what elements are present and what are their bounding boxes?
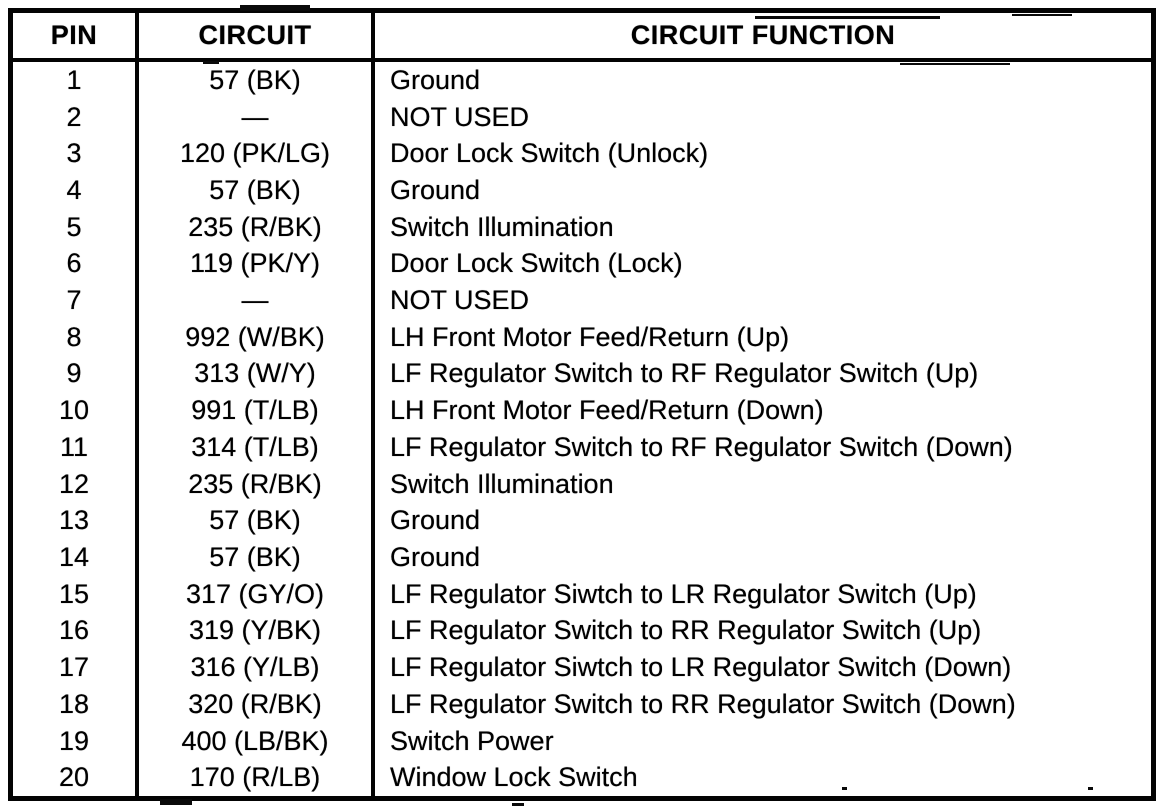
scan-artifact [755,16,940,19]
table-row: 19 400 (LB/BK) Switch Power [13,722,1151,760]
circuit-function-cell: Switch Illumination [390,468,614,499]
pin-cell: 7 [13,282,139,319]
circuit-function-cell: Switch Power [390,725,554,756]
pin-cell: 18 [13,685,139,723]
scan-artifact [1088,787,1093,790]
header-circuit: CIRCUIT [139,13,375,58]
circuit-function-cell: Ground [390,505,481,536]
circuit-cell: 991 (T/LB) [139,392,375,430]
circuit-function-cell: Door Lock Switch (Lock) [390,248,683,279]
pin-cell: 4 [13,172,139,209]
table-row: 5 235 (R/BK) Switch Illumination [13,208,1151,246]
circuit-cell: 316 (Y/LB) [139,649,375,686]
circuit-cell: 57 (BK) [139,172,375,209]
circuit-function-cell: Switch Illumination [390,211,614,242]
circuit-function-cell: Window Lock Switch [390,762,638,793]
pin-cell: 5 [13,208,139,246]
pin-cell: 3 [13,135,139,173]
table-row: 9 313 (W/Y) LF Regulator Switch to RF Re… [13,355,1151,393]
table-row: 17 316 (Y/LB) LF Regulator Siwtch to LR … [13,649,1151,686]
circuit-cell: 119 (PK/Y) [139,245,375,283]
scan-artifact [1012,14,1072,16]
circuit-cell: 317 (GY/O) [139,575,375,613]
circuit-function-cell: NOT USED [390,101,530,132]
circuit-function-cell: LF Regulator Siwtch to LR Regulator Swit… [390,578,977,609]
table-row: 10 991 (T/LB) LH Front Motor Feed/Return… [13,392,1151,430]
scan-artifact [203,61,219,64]
circuit-cell: 314 (T/LB) [139,429,375,466]
header-pin: PIN [13,13,139,58]
circuit-cell: — [139,98,375,136]
scan-artifact [160,799,192,805]
scan-artifact [240,5,310,11]
table-row: 16 319 (Y/BK) LF Regulator Switch to RR … [13,612,1151,650]
table-header-row: PIN CIRCUIT CIRCUIT FUNCTION [13,13,1151,62]
circuit-function-cell: Ground [390,64,481,95]
pin-cell: 16 [13,612,139,650]
scan-artifact [512,803,524,806]
circuit-cell: 57 (BK) [139,539,375,576]
scan-artifact [900,63,1010,65]
circuit-cell: 313 (W/Y) [139,355,375,393]
pin-cell: 14 [13,539,139,576]
table-row: 18 320 (R/BK) LF Regulator Switch to RR … [13,685,1151,723]
circuit-function-cell: LF Regulator Switch to RF Regulator Swit… [390,431,1013,462]
circuit-cell: 120 (PK/LG) [139,135,375,173]
pin-cell: 17 [13,649,139,686]
pin-cell: 10 [13,392,139,430]
circuit-function-cell: LF Regulator Switch to RR Regulator Swit… [390,688,1016,719]
table-row: 12 235 (R/BK) Switch Illumination [13,465,1151,503]
pin-cell: 20 [13,759,139,797]
circuit-function-cell: Ground [390,174,481,205]
table-row: 8 992 (W/BK) LH Front Motor Feed/Return … [13,318,1151,356]
circuit-cell: 992 (W/BK) [139,318,375,356]
pin-cell: 2 [13,98,139,136]
pin-cell: 9 [13,355,139,393]
table-row: 7 — NOT USED [13,282,1151,319]
circuit-function-cell: Door Lock Switch (Unlock) [390,138,709,169]
table-row: 14 57 (BK) Ground [13,539,1151,576]
circuit-cell: 235 (R/BK) [139,208,375,246]
circuit-cell: 400 (LB/BK) [139,722,375,760]
pin-cell: 11 [13,429,139,466]
connector-pinout-table: PIN CIRCUIT CIRCUIT FUNCTION 1 57 (BK) G… [8,8,1156,801]
table-row: 1 57 (BK) Ground [13,62,1151,99]
circuit-cell: 57 (BK) [139,62,375,99]
circuit-cell: 170 (R/LB) [139,759,375,797]
circuit-cell: 235 (R/BK) [139,465,375,503]
pin-cell: 12 [13,465,139,503]
pin-cell: 19 [13,722,139,760]
pin-cell: 8 [13,318,139,356]
table-row: 20 170 (R/LB) Window Lock Switch [13,759,1151,797]
circuit-function-cell: LF Regulator Siwtch to LR Regulator Swit… [390,652,1012,683]
table-body: 1 57 (BK) Ground 2 — NOT USED 3 120 (PK/… [13,62,1151,797]
circuit-function-cell: NOT USED [390,285,530,316]
circuit-function-cell: LF Regulator Switch to RF Regulator Swit… [390,358,979,389]
pin-cell: 15 [13,575,139,613]
table-row: 13 57 (BK) Ground [13,502,1151,540]
scan-artifact [842,787,847,790]
pin-cell: 13 [13,502,139,540]
pin-cell: 6 [13,245,139,283]
table-row: 11 314 (T/LB) LF Regulator Switch to RF … [13,429,1151,466]
table-row: 3 120 (PK/LG) Door Lock Switch (Unlock) [13,135,1151,173]
circuit-function-cell: Ground [390,541,481,572]
circuit-function-cell: LH Front Motor Feed/Return (Up) [390,321,790,352]
table-row: 6 119 (PK/Y) Door Lock Switch (Lock) [13,245,1151,283]
circuit-cell: 320 (R/BK) [139,685,375,723]
table-row: 15 317 (GY/O) LF Regulator Siwtch to LR … [13,575,1151,613]
circuit-cell: — [139,282,375,319]
circuit-function-cell: LF Regulator Switch to RR Regulator Swit… [390,615,982,646]
circuit-cell: 57 (BK) [139,502,375,540]
header-circuit-function: CIRCUIT FUNCTION [630,20,896,50]
circuit-function-cell: LH Front Motor Feed/Return (Down) [390,395,824,426]
circuit-cell: 319 (Y/BK) [139,612,375,650]
table-row: 2 — NOT USED [13,98,1151,136]
pin-cell: 1 [13,62,139,99]
table-row: 4 57 (BK) Ground [13,172,1151,209]
